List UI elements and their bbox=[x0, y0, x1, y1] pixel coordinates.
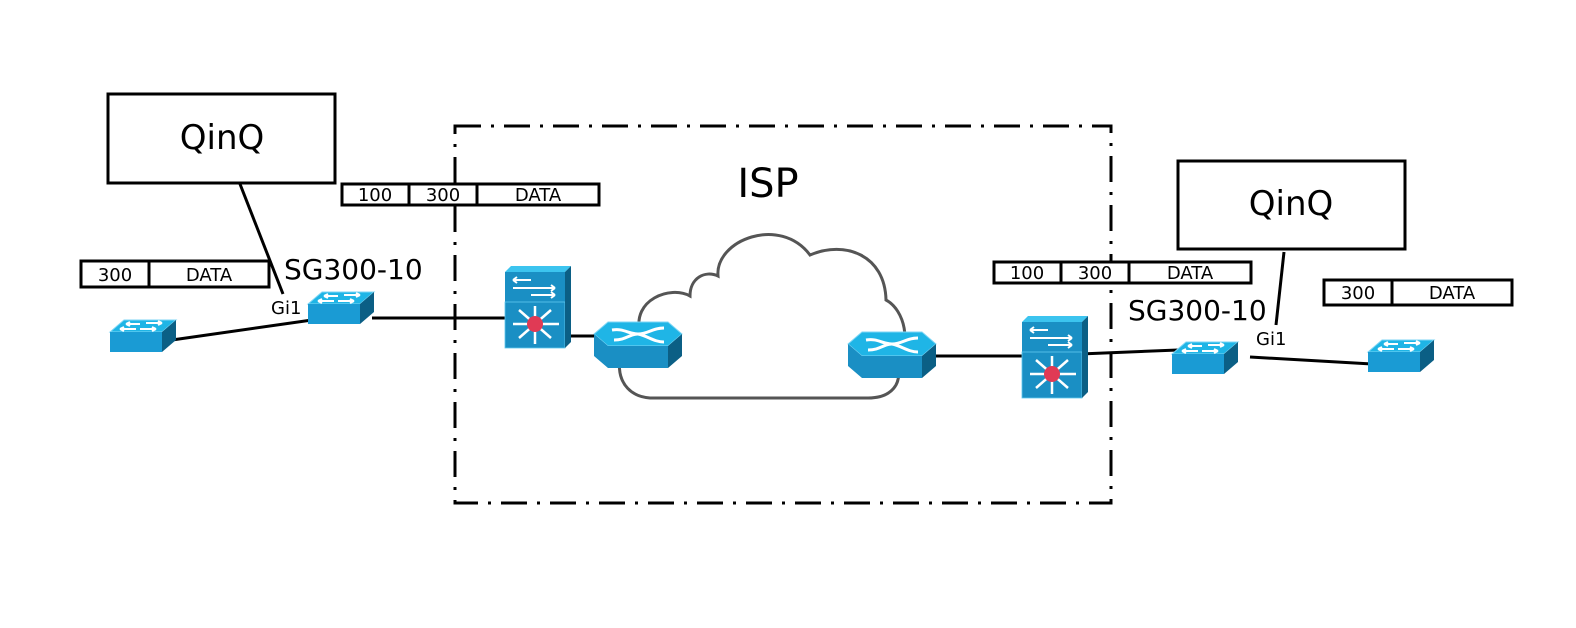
frame-field: DATA bbox=[515, 185, 562, 206]
right-callout-line bbox=[1274, 251, 1286, 326]
right-tagged-frame: 100 300 DATA bbox=[992, 260, 1253, 285]
left-isp-multilayer-switch-icon[interactable] bbox=[503, 264, 573, 350]
left-customer-frame: 300 DATA bbox=[79, 259, 271, 289]
right-isp-multilayer-switch-icon[interactable] bbox=[1020, 314, 1090, 400]
right-isp-router-icon[interactable] bbox=[846, 330, 938, 380]
frame-field: 100 bbox=[358, 185, 392, 206]
link-right-sg300-to-access bbox=[1249, 355, 1373, 366]
frame-field: 300 bbox=[426, 185, 460, 206]
frame-field: DATA bbox=[186, 265, 233, 286]
left-qinq-label: QinQ bbox=[180, 118, 265, 158]
isp-boundary bbox=[453, 124, 1113, 505]
right-customer-frame: 300 DATA bbox=[1322, 278, 1514, 307]
left-tagged-frame: 100 300 DATA bbox=[340, 182, 601, 207]
left-switch-name: SG300-10 bbox=[284, 253, 423, 286]
frame-field: 300 bbox=[1341, 283, 1375, 304]
left-qinq-callout: QinQ bbox=[106, 92, 337, 185]
right-port-label: Gi1 bbox=[1256, 329, 1286, 350]
frame-field: 100 bbox=[1010, 263, 1044, 284]
frame-field: DATA bbox=[1167, 263, 1214, 284]
isp-label: ISP bbox=[737, 161, 798, 207]
left-port-label: Gi1 bbox=[271, 298, 301, 319]
left-callout-line bbox=[238, 183, 285, 295]
frame-field: 300 bbox=[1078, 263, 1112, 284]
link-right-isp-to-sg300 bbox=[1079, 348, 1179, 356]
frame-field: 300 bbox=[98, 265, 132, 286]
right-switch-name: SG300-10 bbox=[1128, 294, 1267, 327]
left-access-switch-icon[interactable] bbox=[109, 319, 177, 353]
left-sg300-switch-icon[interactable] bbox=[307, 291, 375, 325]
frame-field: DATA bbox=[1429, 283, 1476, 304]
right-qinq-callout: QinQ bbox=[1176, 159, 1407, 251]
link-left-access-to-sg300 bbox=[171, 318, 313, 342]
left-isp-router-icon[interactable] bbox=[592, 320, 684, 370]
right-qinq-label: QinQ bbox=[1249, 184, 1334, 224]
right-access-switch-icon[interactable] bbox=[1367, 339, 1435, 373]
right-sg300-switch-icon[interactable] bbox=[1171, 341, 1239, 375]
